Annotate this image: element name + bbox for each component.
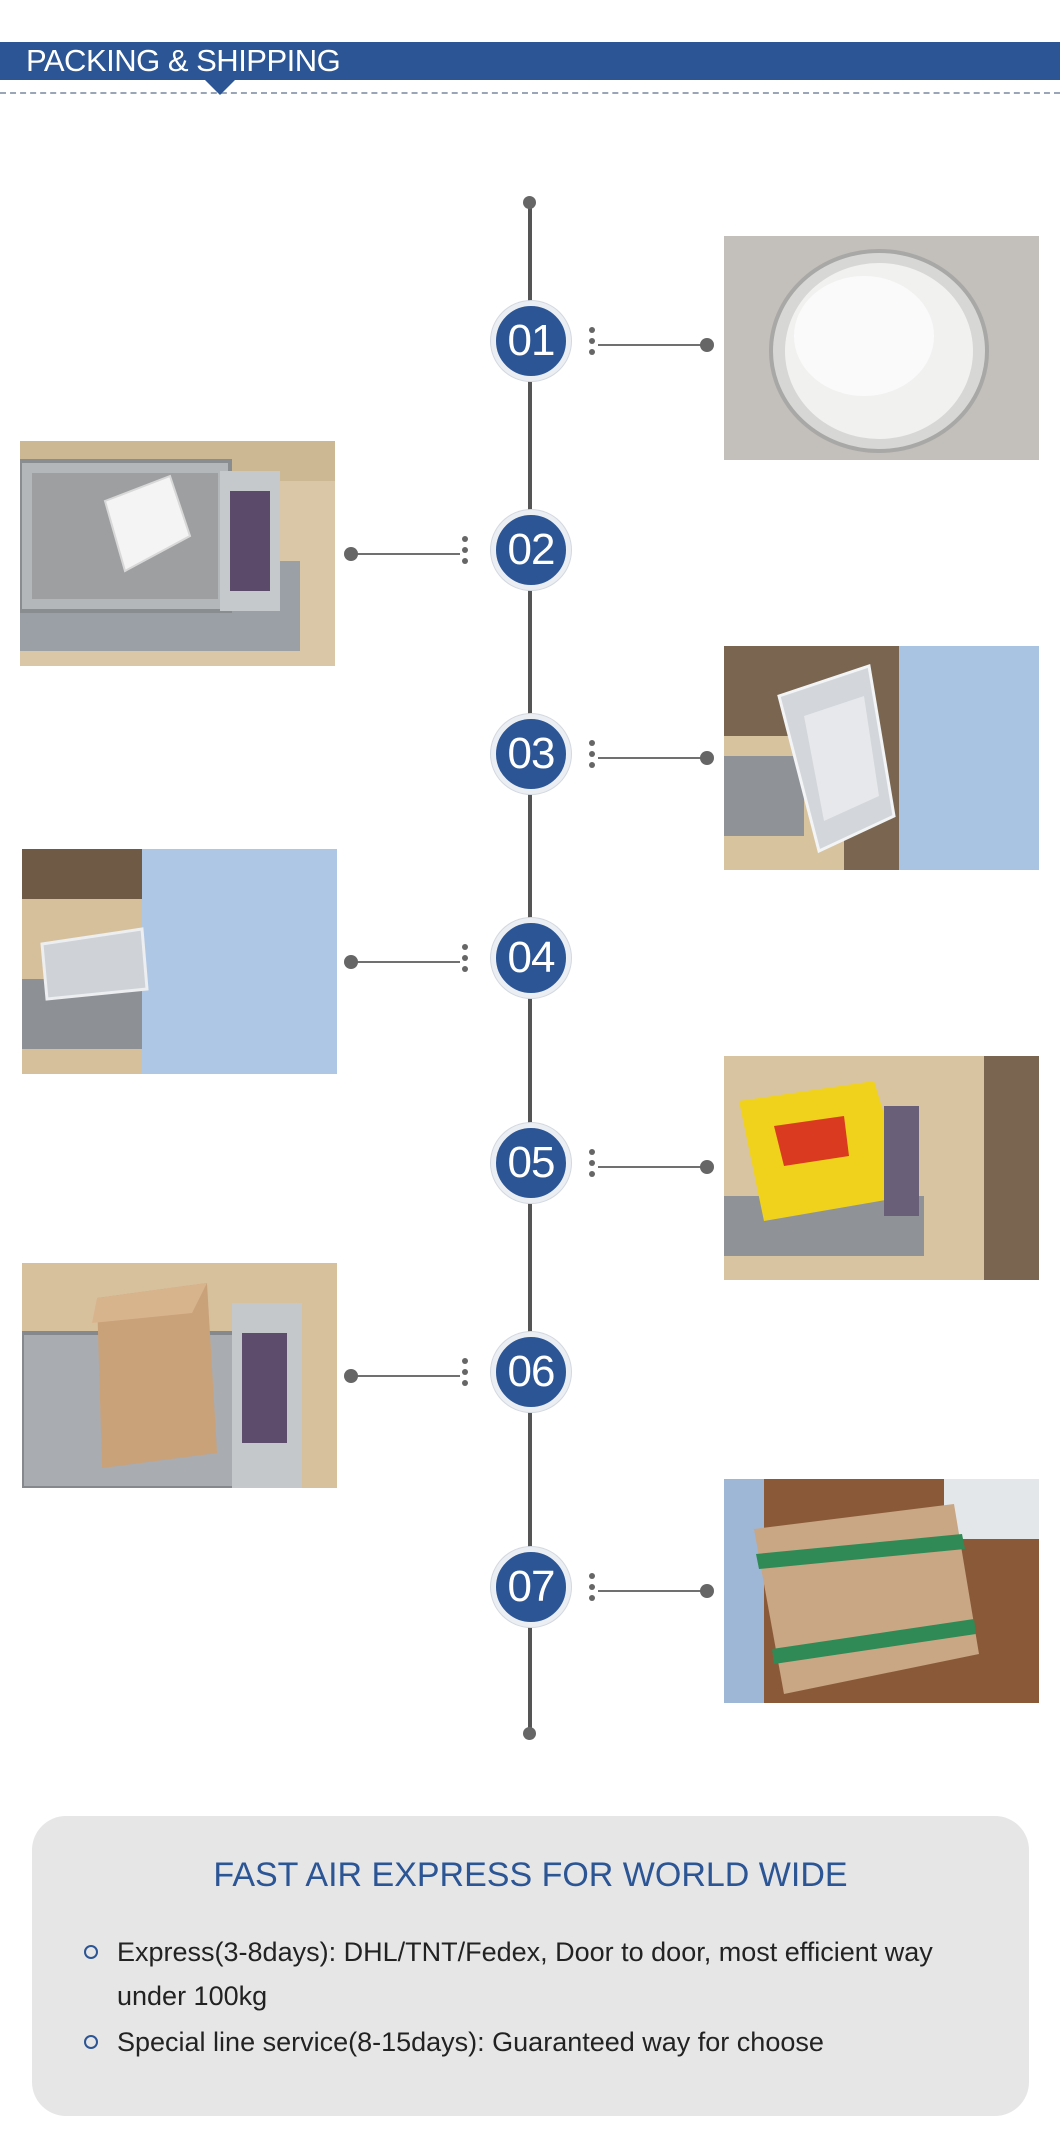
connector-line: [598, 1590, 704, 1592]
connector-line: [356, 1375, 460, 1377]
connector-end-dot: [700, 751, 714, 765]
step-badge-01: 01: [491, 301, 571, 381]
step-badge-07: 07: [491, 1547, 571, 1627]
connector-dots: [462, 944, 468, 977]
connector-line: [598, 1166, 704, 1168]
header-notch-pointer: [205, 80, 235, 95]
connector-line: [356, 961, 460, 963]
shipping-bullet-express: Express(3-8days): DHL/TNT/Fedex, Door to…: [117, 1937, 933, 2011]
connector-line: [598, 757, 704, 759]
step-photo-05: [724, 1056, 1039, 1280]
shipping-info-card: [32, 1816, 1029, 2116]
step-badge-04: 04: [491, 918, 571, 998]
connector-line: [598, 344, 704, 346]
connector-end-dot: [344, 955, 358, 969]
bullet-circle-icon: [84, 2035, 98, 2049]
shipping-info-title: FAST AIR EXPRESS FOR WORLD WIDE: [213, 1856, 848, 1894]
connector-dots: [589, 327, 595, 360]
connector-end-dot: [700, 1584, 714, 1598]
shipping-bullet-special-line: Special line service(8-15days): Guarante…: [117, 2027, 824, 2057]
connector-dots: [462, 536, 468, 569]
connector-end-dot: [344, 547, 358, 561]
step-photo-07: [724, 1479, 1039, 1703]
bullet-circle-icon: [84, 1945, 98, 1959]
step-photo-02: [20, 441, 335, 666]
step-photo-06: [22, 1263, 337, 1488]
step-photo-03: [724, 646, 1039, 870]
step-photo-04: [22, 849, 337, 1074]
step-badge-03: 03: [491, 714, 571, 794]
connector-line: [356, 553, 460, 555]
connector-dots: [462, 1358, 468, 1391]
connector-dots: [589, 1573, 595, 1606]
connector-end-dot: [344, 1369, 358, 1383]
timeline-start-dot: [523, 196, 536, 209]
connector-dots: [589, 740, 595, 773]
connector-dots: [589, 1149, 595, 1182]
step-badge-06: 06: [491, 1332, 571, 1412]
connector-end-dot: [700, 338, 714, 352]
timeline-end-dot: [523, 1727, 536, 1740]
step-badge-05: 05: [491, 1123, 571, 1203]
step-photo-01: [724, 236, 1039, 460]
step-badge-02: 02: [491, 510, 571, 590]
section-title: PACKING & SHIPPING: [26, 43, 341, 78]
section-header-bar: [0, 42, 1060, 80]
connector-end-dot: [700, 1160, 714, 1174]
header-divider: [0, 92, 1060, 94]
